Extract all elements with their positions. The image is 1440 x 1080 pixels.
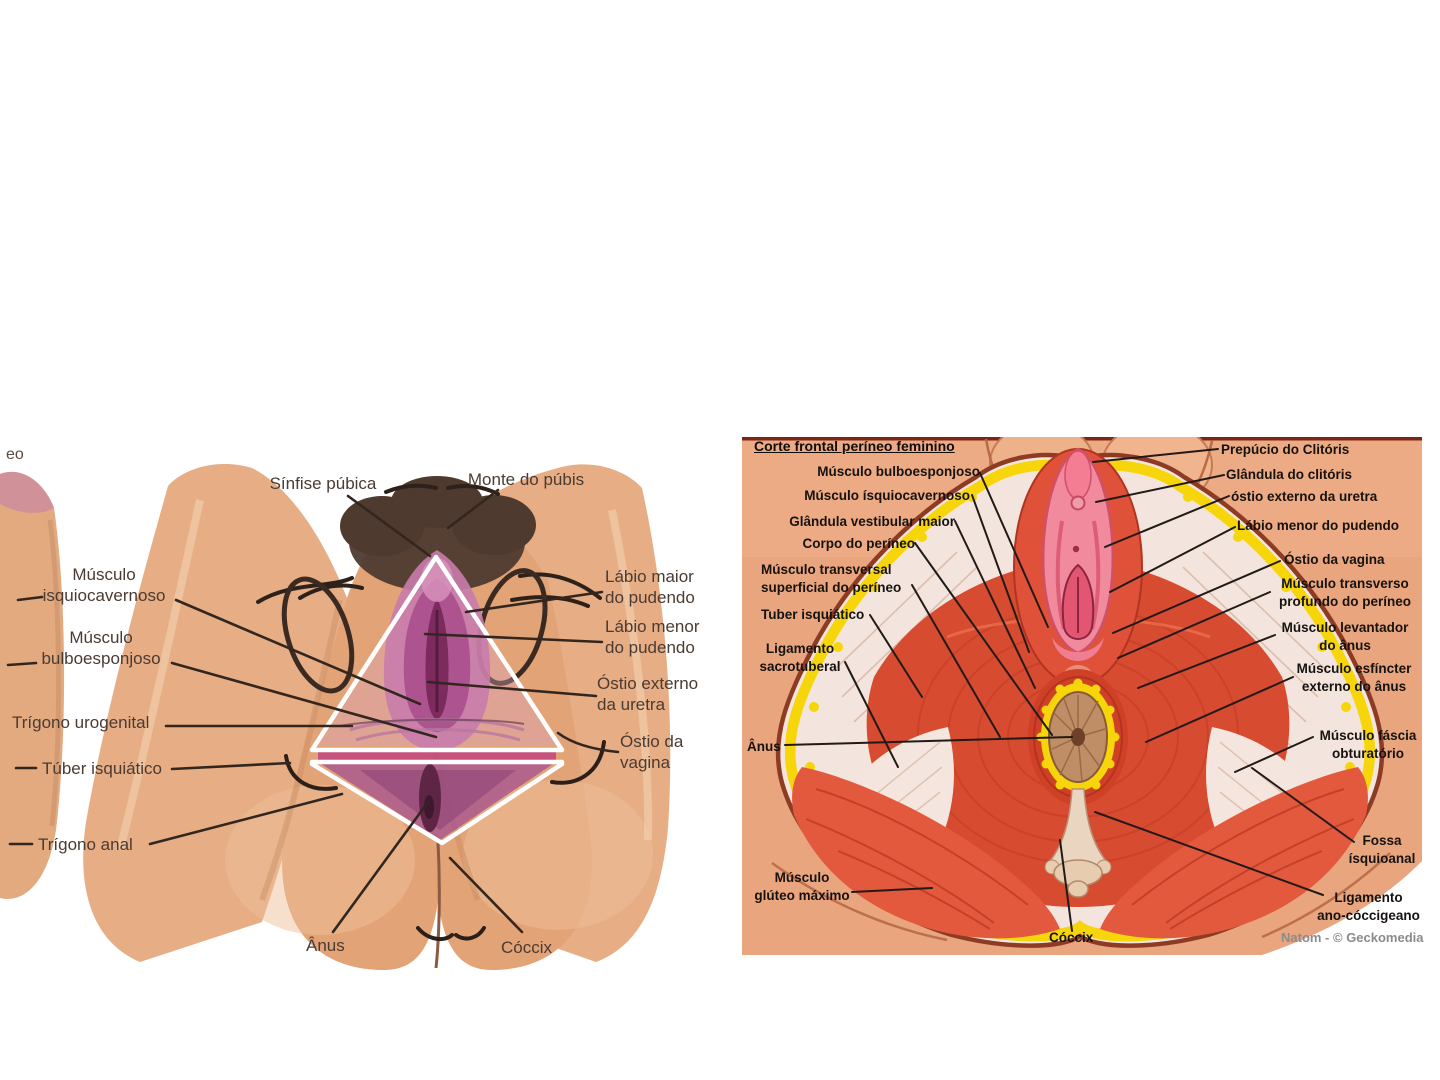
- label-glandula-do-clitoris: Glândula do clitóris: [1226, 467, 1353, 482]
- label-musculo-isquiocavernoso: Músculo isquiocavernoso: [42, 565, 166, 605]
- label-ostio-da-vagina: Óstio da vagina: [620, 732, 684, 772]
- label-ligamento-sacrotuberal: Ligamento sacrotuberal: [759, 641, 841, 674]
- label-musculo-isquiocavernoso-r: Músculo ísquiocavernoso: [804, 488, 970, 503]
- label-musculo-gluteo-maximo: Músculo glúteo máximo: [754, 870, 850, 903]
- credit-watermark: Natom - © Geckomedia: [1281, 930, 1424, 945]
- label-trigono-urogenital: Trígono urogenital: [12, 713, 150, 732]
- left-figure-illustration: [0, 464, 671, 970]
- anal-triangle-region: [318, 752, 556, 840]
- label-tuber-isquiatico: Túber isquiático: [42, 759, 163, 778]
- page-corner-white: [1262, 861, 1422, 955]
- label-coccix-left-figure: Cóccix: [501, 938, 553, 957]
- label-ostio-da-vagina-r: Óstio da vagina: [1284, 552, 1385, 567]
- label-labio-menor-do-pudendo-r: Lábio menor do pudendo: [1237, 518, 1399, 533]
- bottom-crease-right: [1261, 852, 1391, 939]
- label-musculo-bulboesponjoso: Músculo bulboesponjoso: [41, 628, 161, 668]
- label-ostio-externo-da-uretra-r: óstio externo da uretra: [1231, 489, 1378, 504]
- labia-majora-outlines: [281, 568, 548, 694]
- label-prepucio-do-clitoris: Prepúcio do Clitóris: [1221, 442, 1350, 457]
- label-sinfise-pubica: Sínfise púbica: [269, 474, 377, 493]
- label-musculo-fascia-obturatorio: Músculo fáscia obturatório: [1319, 728, 1417, 761]
- label-musculo-bulboesponjoso-r: Músculo bulboesponjoso: [817, 464, 980, 479]
- label-monte-do-pubis: Monte do púbis: [467, 470, 585, 489]
- pubic-hair: [256, 476, 602, 608]
- right-figure-title: Corte frontal períneo feminino: [754, 438, 955, 454]
- label-musculo-transverso-profundo: Músculo transverso profundo do períneo: [1279, 576, 1411, 609]
- vulva-section: [1013, 447, 1143, 693]
- gluteus-maximus-muscles: [792, 767, 1368, 939]
- label-ostio-externo-da-uretra: Óstio externo da uretra: [597, 674, 699, 714]
- label-anus-left-figure: Ânus: [306, 936, 345, 955]
- label-musculo-levantador-do-anus: Músculo levantador do ânus: [1281, 620, 1409, 653]
- left-figure-leader-lines: [6, 488, 620, 934]
- label-anus-right-figure: Ânus: [747, 739, 781, 754]
- bottom-crease-left: [771, 861, 948, 942]
- label-fossa-isquioanal: Fossa ísquioanal: [1348, 833, 1416, 866]
- label-labio-maior-do-pudendo: Lábio maior do pudendo: [605, 567, 695, 607]
- right-figure-leader-lines: [784, 448, 1355, 932]
- label-musculo-transversal-superficial: Músculo transversal superficial do perín…: [761, 562, 902, 595]
- label-trigono-anal: Trígono anal: [38, 835, 133, 854]
- label-corpo-do-perineo: Corpo do períneo: [802, 536, 916, 551]
- label-coccix-right-figure: Cóccix: [1049, 930, 1094, 945]
- label-glandula-vestibular-maior: Glândula vestibular maior: [789, 514, 955, 529]
- label-tuber-isquiatico-r: Tuber isquiático: [761, 607, 865, 622]
- right-figure-illustration: [742, 437, 1422, 955]
- urogenital-anal-triangle-overlay: [309, 554, 565, 846]
- label-musculo-esfincter-externo: Músculo esfíncter externo do ânus: [1296, 661, 1412, 694]
- label-ligamento-ano-coccigeano: Ligamento ano-cóccigeano: [1317, 890, 1420, 923]
- dissection-heart: [775, 447, 1385, 948]
- left-edge-partial-figure: [0, 471, 65, 899]
- edge-text-fragment: eo: [6, 446, 24, 463]
- label-labio-menor-do-pudendo: Lábio menor do pudendo: [605, 617, 700, 657]
